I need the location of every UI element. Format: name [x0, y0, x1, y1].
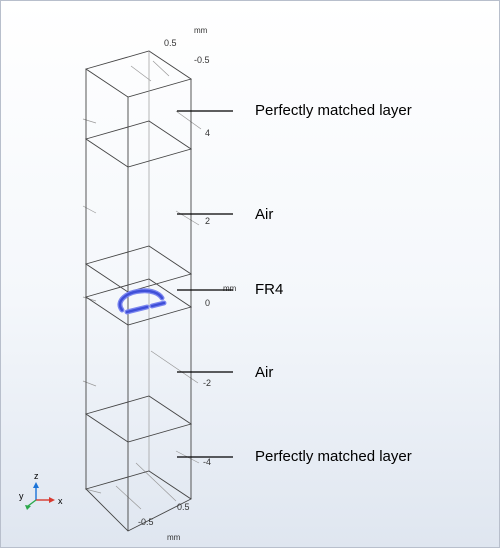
axis-x-label: x: [58, 496, 63, 506]
side-unit-label: mm: [223, 284, 237, 293]
layer-label-pml-top: Perfectly matched layer: [255, 102, 412, 119]
tick-z-m4: -4: [203, 457, 211, 467]
axis-y-label: y: [19, 491, 24, 501]
top-unit-label: mm: [194, 26, 208, 35]
tick-top-y: -0.5: [194, 55, 210, 65]
tick-z-m2: -2: [203, 378, 211, 388]
tick-z-4: 4: [205, 128, 210, 138]
tick-bottom-x: -0.5: [138, 517, 154, 527]
annotation-leaders: [177, 110, 233, 458]
layer-label-pml-bottom: Perfectly matched layer: [255, 448, 412, 465]
layer-label-air-bottom: Air: [255, 364, 274, 381]
grid-guides: [82, 60, 202, 510]
axis-tick-labels: mm 0.5 -0.5 4 2 mm 0 -2 -4 -0.5 0.5 mm: [138, 26, 237, 542]
axis-triad[interactable]: z x y: [19, 471, 63, 510]
tick-z-0: 0: [205, 298, 210, 308]
tick-bottom-y: 0.5: [177, 502, 190, 512]
tick-top-x: 0.5: [164, 38, 177, 48]
axis-z-label: z: [34, 471, 39, 481]
layer-label-air-top: Air: [255, 206, 274, 223]
antenna-trace[interactable]: [117, 288, 167, 315]
layer-label-fr4: FR4: [255, 281, 284, 298]
tick-z-2: 2: [205, 216, 210, 226]
bottom-unit-label: mm: [167, 533, 181, 542]
